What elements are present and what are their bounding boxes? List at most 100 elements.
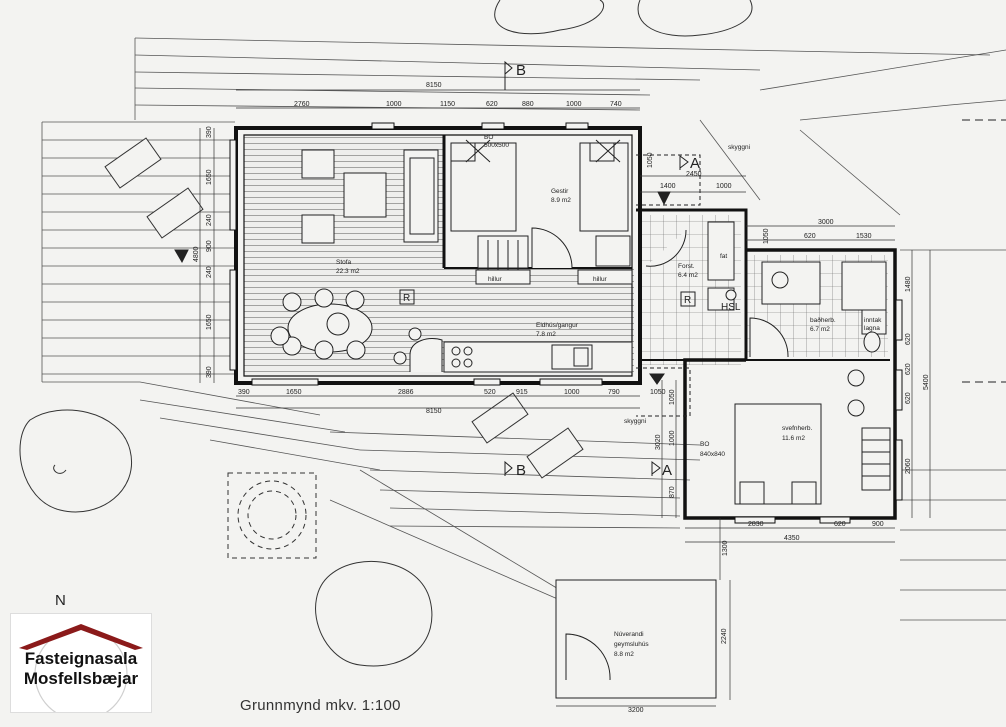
dim-top-1: 2760 <box>294 101 310 108</box>
room-eldhus-name: Eldhús/gangur <box>536 322 579 329</box>
logo-line-1: Fasteignasala <box>24 649 138 668</box>
dim-top-7: 740 <box>610 101 622 108</box>
room-eldhus-area: 7.8 m2 <box>536 331 556 338</box>
landscape-shapes <box>19 0 753 667</box>
dim-mid-b: 2450 <box>686 171 702 178</box>
room-geymsla-name2: geymsluhús <box>614 641 649 648</box>
dim-low-j: 870 <box>669 486 676 498</box>
room-svefn-area: 11.6 m2 <box>782 435 805 442</box>
dim-top-3: 1150 <box>440 101 455 108</box>
skyggni-bottom-label: skyggni <box>624 418 646 425</box>
dashed-planter <box>227 472 317 559</box>
dim-mid-e: 3000 <box>818 219 834 226</box>
dim-bottom-6: 1000 <box>564 389 580 396</box>
room-forst-name: Forst. <box>678 263 695 270</box>
room-gestir-area: 8.9 m2 <box>551 197 571 204</box>
dim-top-2: 1000 <box>386 101 402 108</box>
section-a-right: A <box>690 155 700 172</box>
dim-bottom-7: 790 <box>608 389 620 396</box>
dim-mid-h: 1530 <box>856 233 872 240</box>
lagna-label: lagna <box>864 325 880 332</box>
section-b-bottom: B <box>516 462 526 479</box>
section-b-top: B <box>516 62 526 79</box>
dim-low-b: 620 <box>834 521 846 528</box>
dim-bottom-3: 2886 <box>398 389 414 396</box>
dim-low-a: 2830 <box>748 521 764 528</box>
dim-left-2: 1650 <box>206 169 213 185</box>
dim-bottom-5: 915 <box>516 389 528 396</box>
dim-low-c: 900 <box>872 521 884 528</box>
dim-low-f: 2240 <box>721 628 728 644</box>
room-svefn-name: svefnherb. <box>782 425 813 432</box>
room-bad-area: 6.7 m2 <box>810 326 830 333</box>
room-stofa-name: Stofa <box>336 259 352 266</box>
outdoor-chairs <box>104 137 584 479</box>
inntak-label: inntak <box>864 317 882 324</box>
dim-bottom-total: 8150 <box>426 408 442 415</box>
dim-left-4: 900 <box>206 240 213 252</box>
dim-top-6: 1000 <box>566 101 582 108</box>
dim-mid-d: 1000 <box>716 183 732 190</box>
dim-mid-a: 1050 <box>647 152 654 168</box>
window-marks <box>229 122 903 524</box>
company-logo: Fasteignasala Mosfellsbæjar <box>10 613 152 713</box>
dim-right-c: 620 <box>905 363 912 375</box>
dim-left-3: 240 <box>206 214 213 226</box>
room-stofa-area: 22.3 m2 <box>336 268 360 275</box>
bo-top-size: 500x500 <box>484 142 509 149</box>
dim-bottom-4: 520 <box>484 389 496 396</box>
dim-right-a: 1480 <box>905 276 912 292</box>
roof-logo-icon <box>19 624 143 712</box>
dim-left-6: 1650 <box>206 314 213 330</box>
deck-lines <box>41 37 1006 621</box>
r-label-1: R <box>403 293 410 304</box>
dim-right-e: 2060 <box>905 458 912 474</box>
dim-top-total: 8150 <box>426 82 442 89</box>
dim-right-d: 620 <box>905 392 912 404</box>
dim-low-k: 1050 <box>669 389 676 405</box>
bo-side-label: BO <box>700 441 709 448</box>
dim-top-5: 880 <box>522 101 534 108</box>
dim-low-d: 4350 <box>784 535 800 542</box>
logo-line-2: Mosfellsbæjar <box>23 669 139 688</box>
dim-bottom-2: 1650 <box>286 389 302 396</box>
dim-low-h: 3020 <box>655 434 662 450</box>
r-label-2: R <box>684 295 691 306</box>
dim-left-total: 4800 <box>193 246 200 262</box>
room-forst-area: 6.4 m2 <box>678 272 698 279</box>
dim-left-5: 240 <box>206 266 213 278</box>
r-box-1 <box>399 289 415 305</box>
dim-top-4: 620 <box>486 101 498 108</box>
dim-mid-f: 1050 <box>763 228 770 244</box>
dim-mid-c: 1400 <box>660 183 676 190</box>
skyggni-top-label: skyggni <box>728 144 750 151</box>
drawing-title: Grunnmynd mkv. 1:100 <box>240 697 401 714</box>
room-geymsla-area: 8.8 m2 <box>614 651 634 658</box>
furniture <box>270 139 891 699</box>
dim-mid-g: 620 <box>804 233 816 240</box>
dim-low-e: 1300 <box>722 540 729 556</box>
fat-label: fat <box>720 253 727 260</box>
dim-right-total: 5400 <box>923 374 930 390</box>
room-gestir-name: Gestir <box>551 188 569 195</box>
dim-bottom-8: 1050 <box>650 389 666 396</box>
hillur-label-1: hillur <box>488 276 503 283</box>
section-a-bottom: A <box>662 462 672 479</box>
hsl-label: HSL <box>721 302 741 313</box>
north-label: N <box>55 592 66 609</box>
dim-right-b: 620 <box>905 333 912 345</box>
dimension-lines <box>199 89 931 707</box>
room-geymsla-name: Núverandi <box>614 631 644 638</box>
bo-top-label: BO <box>484 134 493 141</box>
room-bad-name: baðherb. <box>810 316 836 324</box>
walls <box>234 126 897 520</box>
dim-left-1: 390 <box>206 126 213 138</box>
dim-low-i: 1000 <box>669 430 676 446</box>
r-box-2 <box>680 291 696 307</box>
dim-left-7: 390 <box>206 366 213 378</box>
hillur-label-2: hillur <box>593 276 608 283</box>
dim-bottom-1: 390 <box>238 389 250 396</box>
bo-side-size: 840x840 <box>700 451 725 458</box>
section-cut-lines <box>174 60 1006 476</box>
